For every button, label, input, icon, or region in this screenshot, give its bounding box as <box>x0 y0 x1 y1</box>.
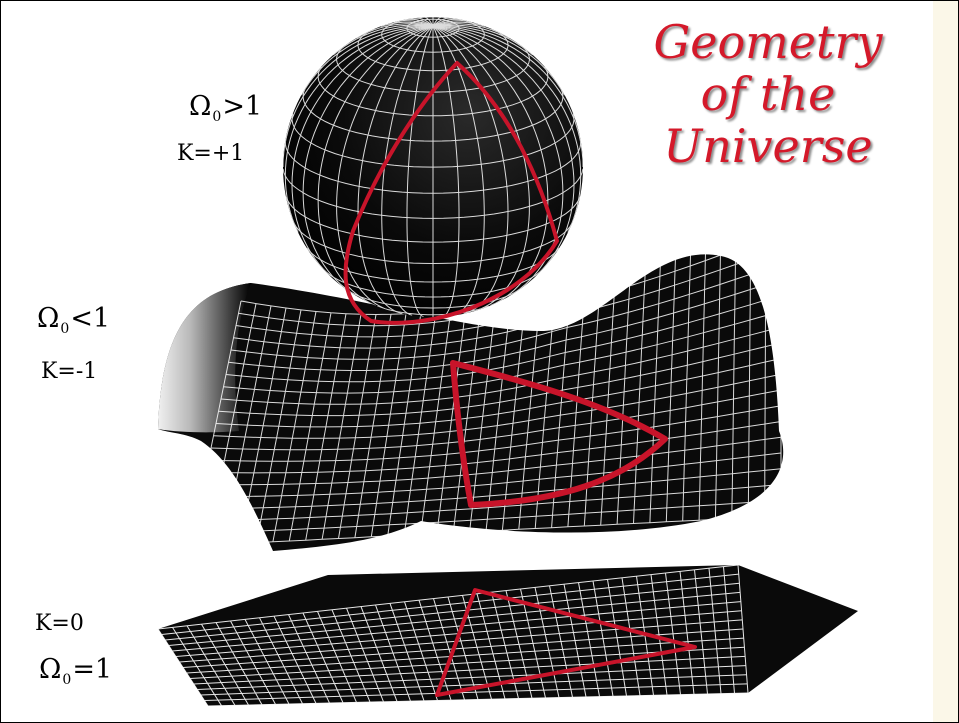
flat-curvature-label: K=0 <box>35 611 84 636</box>
title-line-3: Universe <box>663 119 873 173</box>
closed-curvature-label: K=+1 <box>177 141 245 166</box>
sphere-triangle <box>343 61 559 325</box>
saddle-triangle <box>450 360 668 508</box>
flat-triangle <box>435 588 697 697</box>
closed-omega-label: Ω0>1 <box>189 91 263 125</box>
page-title: Geometry of the Universe <box>618 19 918 169</box>
open-curvature-label: K=-1 <box>41 359 98 384</box>
flat-plane <box>157 564 858 707</box>
title-line-2: of the <box>700 67 836 121</box>
open-omega-label: Ω0<1 <box>37 303 111 337</box>
title-line-1: Geometry <box>653 15 883 69</box>
sphere <box>283 17 583 325</box>
saddle-surface <box>158 200 784 551</box>
right-margin-band <box>933 1 958 722</box>
flat-omega-label: Ω0=1 <box>39 654 113 688</box>
